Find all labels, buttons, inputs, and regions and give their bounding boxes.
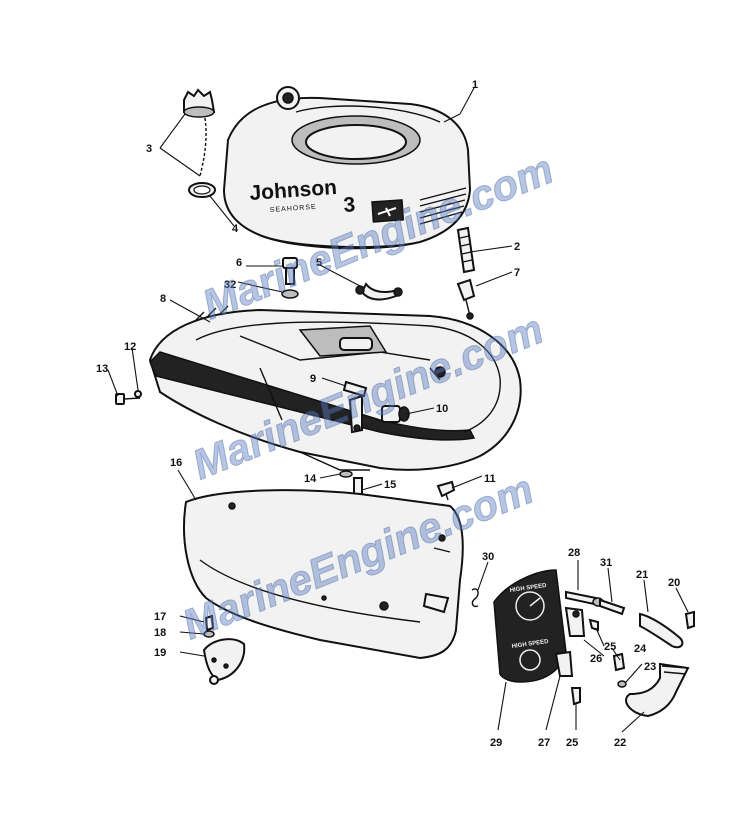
callout-24: 24 [634, 643, 647, 655]
screw-17 [204, 614, 215, 632]
spring-30 [471, 588, 479, 608]
bracket-5 [355, 282, 403, 301]
shift-plate: HIGH SPEED HIGH SPEED [493, 569, 567, 683]
screw-2 [456, 226, 476, 274]
bracket-26 [564, 606, 586, 637]
bushing-10 [381, 405, 410, 423]
clip-7 [456, 278, 476, 320]
lower-pan [148, 305, 522, 471]
washer-23 [617, 680, 627, 688]
screw-11 [436, 480, 456, 501]
callout-17: 17 [154, 611, 166, 623]
leader-lines [107, 87, 689, 733]
callout-9: 9 [310, 373, 316, 385]
callout-1: 1 [472, 79, 478, 91]
washer-12 [134, 390, 142, 398]
callout-32: 32 [224, 279, 236, 291]
screw-25-lower [570, 687, 581, 706]
washer-14 [339, 470, 353, 478]
cover-model-line: SEAHORSE [270, 204, 317, 214]
callout-28: 28 [568, 547, 580, 559]
screw-25-upper [588, 618, 599, 632]
callout-22: 22 [614, 737, 626, 749]
callout-6: 6 [236, 257, 242, 269]
callout-10: 10 [436, 403, 448, 415]
handle-19 [202, 638, 246, 685]
callout-30: 30 [482, 551, 494, 563]
screw-13 [115, 393, 141, 405]
motor-cover: Johnson 3 SEAHORSE [222, 86, 472, 250]
callout-4: 4 [232, 223, 239, 235]
callout-20: 20 [668, 577, 680, 589]
callout-3: 3 [146, 143, 152, 155]
cap-chain [199, 117, 207, 177]
callout-5: 5 [316, 257, 322, 269]
lower-cover [183, 489, 464, 660]
callout-13: 13 [96, 363, 108, 375]
callout-21: 21 [636, 569, 648, 581]
filler-cap-assembly [183, 88, 216, 198]
badge-mark [377, 207, 397, 217]
callout-2: 2 [514, 241, 520, 253]
callout-8: 8 [160, 293, 166, 305]
callout-27: 27 [538, 737, 550, 749]
screw-28 [565, 590, 604, 607]
callout-19: 19 [154, 647, 166, 659]
callout-18: 18 [154, 627, 166, 639]
lever-22 [625, 662, 690, 718]
screw-31 [599, 598, 626, 616]
cover-grille [419, 187, 467, 225]
callout-25-lower: 25 [566, 737, 578, 749]
callout-14: 14 [304, 473, 317, 485]
shift-plate-bottom-text: HIGH SPEED [511, 639, 549, 650]
callout-25-upper: 25 [604, 641, 616, 653]
callout-31: 31 [600, 557, 612, 569]
callout-12: 12 [124, 341, 136, 353]
callout-7: 7 [514, 267, 520, 279]
lever-21 [639, 612, 684, 649]
callout-11: 11 [484, 473, 496, 485]
clip-27 [554, 650, 574, 677]
callout-labels: 1 2 3 4 5 6 7 8 9 10 11 12 13 14 15 16 1… [96, 79, 680, 749]
callout-15: 15 [384, 479, 396, 491]
callout-23: 23 [644, 661, 656, 673]
screw-20 [684, 610, 695, 630]
callout-29: 29 [490, 737, 502, 749]
bolt-6 [282, 257, 298, 285]
shift-plate-top-text: HIGH SPEED [509, 583, 547, 594]
callout-16: 16 [170, 457, 182, 469]
screw-24 [612, 652, 626, 672]
link-arm [348, 394, 363, 434]
washer-32 [281, 289, 299, 299]
cover-model-number: 3 [343, 193, 356, 217]
callout-26: 26 [590, 653, 602, 665]
screw-9 [342, 380, 368, 398]
